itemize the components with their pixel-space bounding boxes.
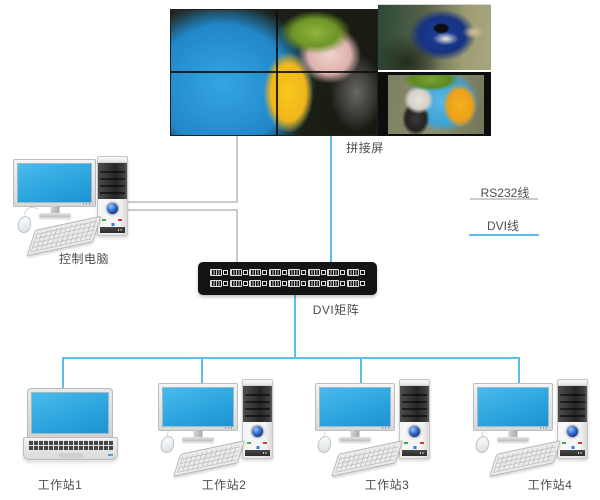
tower-drive-bays [98,163,127,199]
wire-rs232-pc-to-matrix [236,211,238,263]
monitor-base [38,213,71,217]
monitor-stand [350,430,360,438]
dvi-port-icon [249,269,268,276]
tower-logo-icon [106,202,119,215]
legend-dvi-label: DVI线 [486,219,519,233]
video-wall [170,3,491,136]
monitor-icon [13,159,96,217]
workstation-1-label: 工作站1 [37,478,83,492]
dvi-port-icon [268,269,287,276]
dvi-port-icon [249,280,268,287]
monitor-screen [17,163,92,203]
keyboard-icon [172,440,246,477]
dvi-port-icon [288,269,307,276]
laptop-base [23,437,118,460]
dvi-port-icon [307,280,326,287]
wire-dvi-drop-ws4 [518,357,520,385]
dvi-port-icon [307,269,326,276]
dvi-port-row [210,280,365,287]
dvi-port-icon [346,269,365,276]
mouse-icon [315,434,334,455]
monitor-stand [508,430,518,438]
tower-icon [399,379,430,459]
laptop-keyboard [28,440,113,451]
dvi-port-icon [229,269,248,276]
monitor-screen [477,387,549,427]
mouse-icon [158,434,177,455]
video-wall-main-image [170,9,378,136]
wire-dvi-drop-ws1 [62,357,64,388]
laptop-indicator [108,454,113,456]
monitor-icon [473,383,553,441]
dvi-port-icon [327,269,346,276]
legend-dvi-line [469,234,539,236]
wire-rs232-pc-lower [128,209,238,211]
monitor-base [182,437,214,441]
wire-rs232-wall-vertical [236,136,238,202]
keyboard-icon [488,440,562,477]
monitor-icon [315,383,395,441]
monitor-base [339,437,371,441]
dvi-matrix-label: DVI矩阵 [312,303,360,317]
dvi-port-icon [210,269,228,276]
dvi-port-icon [229,280,248,287]
tower-icon [557,379,588,459]
monitor-icon [158,383,238,441]
wire-dvi-drop-ws2 [201,357,203,385]
tower-port-strip [100,227,125,233]
workstation-2-label: 工作站2 [201,478,247,492]
workstation-4-label: 工作站4 [527,478,573,492]
tower-icon [97,156,128,236]
video-wall-grid-horizontal [171,71,377,73]
monitor-screen [319,387,391,427]
dvi-port-icon [288,280,307,287]
dvi-port-icon [346,280,365,287]
dvi-port-row [210,269,365,276]
wire-dvi-matrix-down [294,295,296,359]
dvi-port-icon [210,280,228,287]
legend-rs232-line [470,198,538,200]
video-wall-cell [378,72,491,136]
tower-leds [98,217,127,228]
control-computer-label: 控制电脑 [58,252,109,266]
workstation-3-label: 工作站3 [364,478,410,492]
video-wall-label: 拼接屏 [346,141,384,155]
tower-icon [242,379,273,459]
dvi-port-icon [268,280,287,287]
laptop-screen [31,392,109,434]
wire-dvi-matrix-to-wall [330,136,332,263]
dvi-port-icon [327,280,346,287]
monitor-screen [162,387,234,427]
mouse-icon [15,214,34,235]
monitor-base [497,437,529,441]
wire-rs232-pc-upper [128,201,238,203]
tower-cap [98,157,127,163]
video-wall-parrot-image [388,75,484,134]
dvi-matrix-device [198,262,377,295]
keyboard-icon [330,440,404,477]
monitor-stand [50,206,59,214]
monitor-stand [193,430,203,438]
laptop-lid [27,388,113,438]
laptop-trackpad [58,453,83,458]
legend-rs232-label: RS232线 [480,186,530,200]
video-wall-peacock-image [378,4,491,70]
wire-dvi-bus [62,357,520,359]
wire-dvi-drop-ws3 [360,357,362,385]
workstation-1-laptop-icon [23,388,118,463]
mouse-icon [473,434,492,455]
